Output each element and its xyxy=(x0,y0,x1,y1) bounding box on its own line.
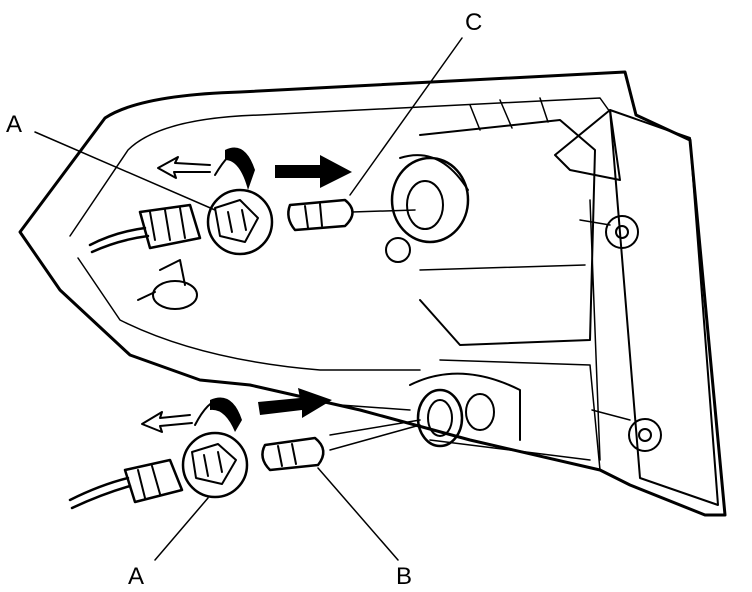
lower-rotate-arrow-icon xyxy=(210,397,242,432)
upper-socket-a[interactable] xyxy=(206,188,274,256)
alignment-lines xyxy=(329,209,421,451)
lower-bulb-b[interactable] xyxy=(261,436,325,472)
callout-leaders xyxy=(34,37,463,561)
lower-remove-arrow-icon xyxy=(141,399,221,433)
lower-socket-opening xyxy=(409,372,521,448)
upper-wiring-harness xyxy=(88,226,150,254)
callout-label-a-bottom: A xyxy=(128,563,144,590)
upper-socket-opening xyxy=(385,154,470,263)
upper-bulb-c[interactable] xyxy=(287,198,354,232)
lower-socket-a[interactable] xyxy=(181,431,249,499)
taillight-housing xyxy=(18,70,727,517)
lower-install-arrow-icon xyxy=(258,388,332,418)
lower-wiring-harness xyxy=(68,476,132,510)
lower-connector xyxy=(123,458,184,504)
callout-label-a-top: A xyxy=(6,111,22,138)
callout-label-c: C xyxy=(465,9,482,36)
side-marker-bulb xyxy=(137,259,198,310)
upper-install-arrow-icon xyxy=(275,155,352,188)
callout-label-b: B xyxy=(396,563,412,590)
upper-connector xyxy=(138,203,202,250)
reflector-frame xyxy=(419,97,601,471)
upper-rotate-arrow-icon xyxy=(225,147,255,190)
